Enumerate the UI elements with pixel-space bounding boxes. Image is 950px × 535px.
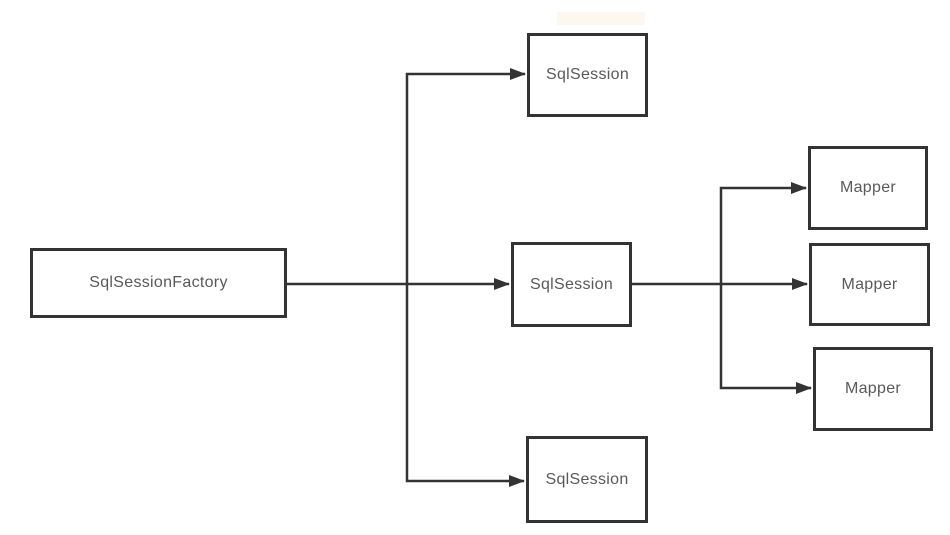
node-sqlsession-middle-label: SqlSession (529, 275, 614, 293)
node-mapper-top: Mapper (808, 146, 928, 230)
connector-session-to-mapper-bottom (719, 284, 812, 394)
node-sqlsessionfactory: SqlSessionFactory (30, 248, 287, 318)
node-mapper-bottom-label: Mapper (844, 380, 902, 397)
node-sqlsession-top: SqlSession (527, 33, 648, 117)
node-mapper-middle-label: Mapper (841, 275, 898, 293)
node-sqlsession-middle: SqlSession (511, 242, 632, 327)
node-mapper-bottom: Mapper (813, 347, 933, 431)
node-sqlsession-top-label: SqlSession (545, 66, 630, 83)
node-sqlsession-bottom-label: SqlSession (545, 470, 629, 488)
connector-factory-to-session-top (405, 68, 526, 284)
connector-session-to-mapper-top (719, 182, 807, 284)
node-sqlsessionfactory-label: SqlSessionFactory (89, 274, 228, 291)
node-sqlsession-bottom: SqlSession (526, 436, 648, 523)
node-mapper-top-label: Mapper (839, 179, 897, 196)
node-mapper-middle: Mapper (809, 243, 930, 326)
highlight-artifact (557, 12, 645, 25)
connector-factory-to-session-bottom (405, 284, 525, 487)
